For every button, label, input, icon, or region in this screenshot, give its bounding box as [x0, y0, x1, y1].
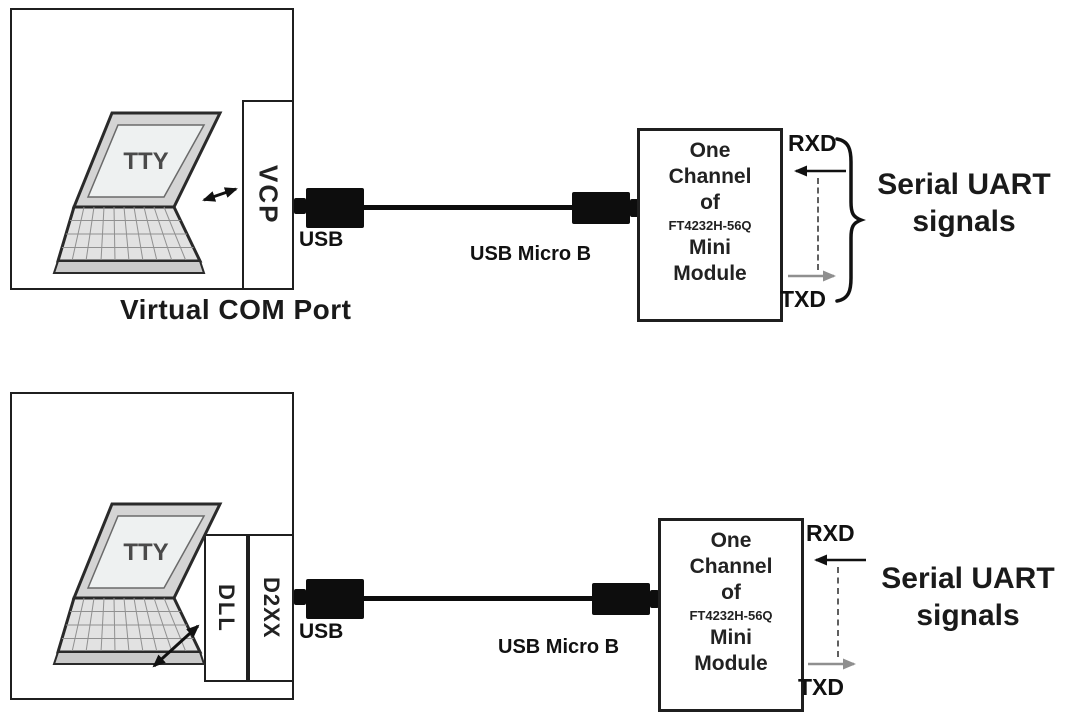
txd-label: TXD: [780, 286, 826, 312]
usb-cable: [364, 205, 572, 210]
module-line: Channel: [668, 165, 752, 188]
usb-micro-tip: [650, 590, 659, 608]
module-line: Mini: [710, 626, 752, 649]
module-line: of: [700, 191, 720, 214]
module-line: Channel: [689, 555, 773, 578]
keyboard-hatch: [62, 206, 194, 262]
module-line: Module: [694, 652, 768, 675]
uart-dashed-line: [817, 178, 819, 270]
bidirectional-arrow: [202, 187, 238, 202]
d2xx-label: D2XX: [259, 577, 284, 639]
brace-icon: [835, 137, 866, 303]
d2xx-box: D2XX: [248, 534, 294, 682]
rxd-label: RXD: [806, 520, 855, 546]
usb-plug-tab: [294, 589, 306, 605]
module-part-number: FT4232H-56Q: [668, 218, 752, 233]
txd-label: TXD: [798, 674, 844, 700]
txd-arrow: [788, 270, 836, 282]
rxd-label: RXD: [788, 130, 837, 156]
usb-a-connector: [306, 579, 364, 619]
txd-arrow: [808, 658, 856, 670]
vcp-label: VCP: [253, 165, 284, 225]
usb-micro-tip: [630, 199, 639, 217]
usb-cable: [364, 596, 592, 601]
usb-label: USB: [299, 620, 344, 643]
uart-dashed-line: [837, 567, 839, 657]
module-line: One: [689, 139, 731, 162]
usb-micro-connector: [592, 583, 650, 615]
module-line: One: [710, 529, 752, 552]
module-line: Module: [673, 262, 747, 285]
usb-label: USB: [299, 228, 344, 251]
serial-uart-label: Serial UART signals: [850, 166, 1078, 240]
dll-box: DLL: [204, 534, 248, 682]
module-line: of: [721, 581, 741, 604]
laptop-screen-label: TTY: [123, 539, 168, 566]
dll-label: DLL: [214, 583, 239, 633]
bidirectional-arrow: [152, 624, 200, 668]
laptop-screen-label: TTY: [123, 148, 168, 175]
usb-a-connector: [306, 188, 364, 228]
module-box: One Channel of FT4232H-56Q Mini Module: [637, 128, 783, 322]
module-line: Mini: [689, 236, 731, 259]
serial-uart-line2: signals: [912, 205, 1016, 238]
serial-uart-line2: signals: [916, 599, 1020, 632]
rxd-arrow: [814, 554, 866, 566]
usb-micro-connector: [572, 192, 630, 224]
diagram-caption: Virtual COM Port: [120, 294, 352, 325]
module-part-number: FT4232H-56Q: [689, 608, 773, 623]
serial-uart-line1: Serial UART: [881, 562, 1055, 595]
module-box: One Channel of FT4232H-56Q Mini Module: [658, 518, 804, 712]
serial-uart-label: Serial UART signals: [858, 560, 1078, 634]
usb-micro-label: USB Micro B: [498, 636, 620, 658]
laptop-icon: TTY: [52, 502, 223, 665]
usb-micro-label: USB Micro B: [470, 243, 592, 265]
vcp-box: VCP: [242, 100, 294, 290]
laptop-icon: TTY: [52, 111, 223, 274]
rxd-arrow: [794, 165, 846, 177]
serial-uart-line1: Serial UART: [877, 168, 1051, 201]
usb-plug-tab: [294, 198, 306, 214]
